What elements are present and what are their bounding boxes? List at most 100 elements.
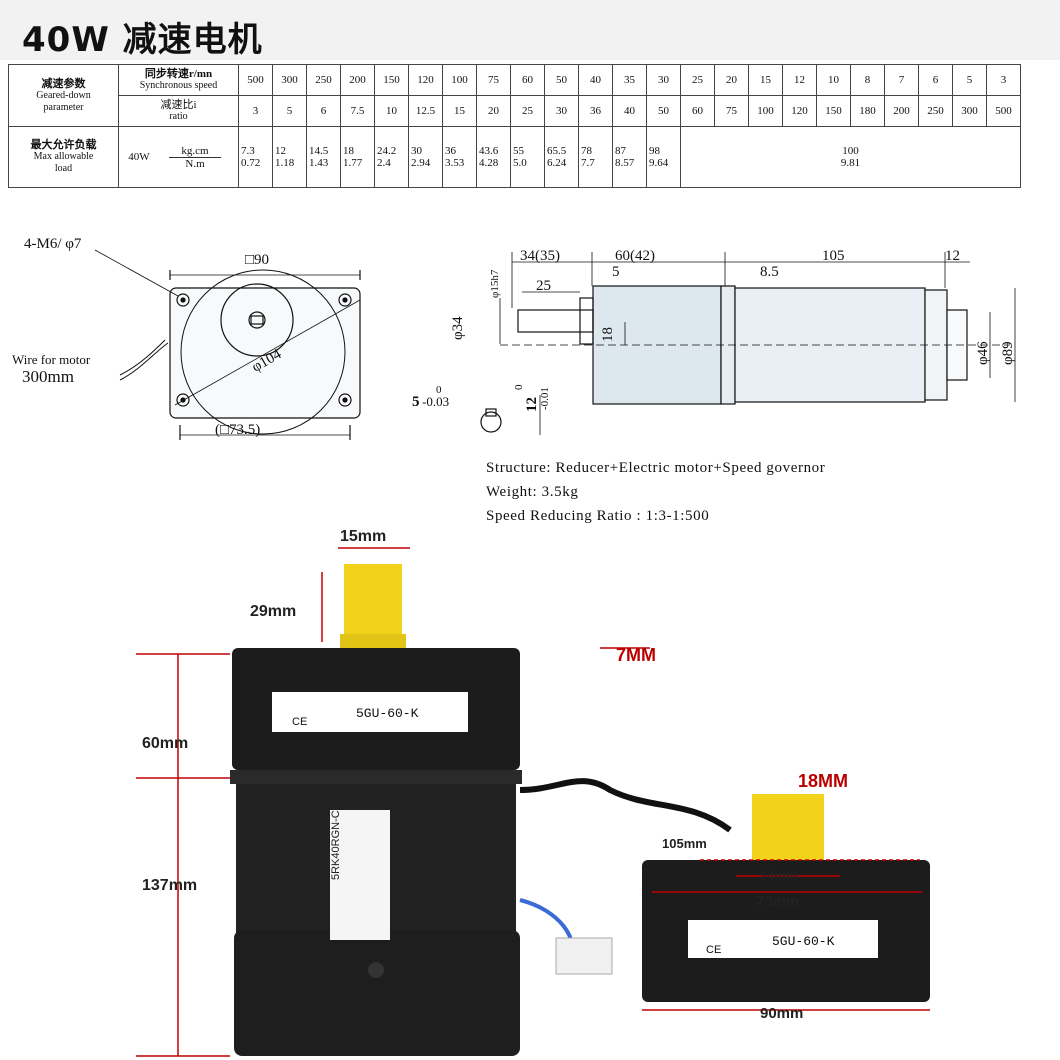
ratio-en: ratio (169, 111, 188, 122)
load-en2: load (54, 163, 73, 174)
load-en1: Max allowable (33, 151, 94, 162)
speed-cell: 35 (612, 64, 647, 96)
key-width: 5 (412, 394, 420, 410)
ratio-cell: 36 (578, 95, 613, 127)
ratio-cell: 120 (782, 95, 817, 127)
ratio-cell: 200 (884, 95, 919, 127)
ratio-cell: 100 (748, 95, 783, 127)
dim-phi15: φ15h7 (489, 269, 501, 298)
ratio-cell: 30 (544, 95, 579, 127)
weight-text: Weight: 3.5kg (486, 484, 579, 500)
ratio-header: 减速比i ratio (118, 95, 239, 127)
ratio-cell: 75 (714, 95, 749, 127)
page-title: 40W 减速电机 (22, 20, 263, 60)
dim-8-5: 8.5 (760, 264, 779, 280)
spec-info: Structure: Reducer+Electric motor+Speed … (486, 456, 825, 528)
wire-label-1: Wire for motor (12, 352, 91, 367)
dim-73mm: 73mm (756, 893, 800, 910)
dim-18: 18 (600, 327, 616, 342)
dim-29mm: 29mm (250, 603, 297, 620)
ratio-cell: 40 (612, 95, 647, 127)
dim-phi34: φ34 (450, 316, 466, 340)
load-rest-cell: 100 9.81 (680, 126, 1021, 188)
speed-cell: 5 (952, 64, 987, 96)
speed-cell: 60 (510, 64, 545, 96)
speed-cell: 200 (340, 64, 375, 96)
ratio-cn: 减速比i (160, 99, 197, 111)
speed-cell: 300 (272, 64, 307, 96)
label-model: 5GU-60-K (356, 706, 419, 721)
dim-34: 34(35) (520, 248, 560, 264)
speed-cell: 50 (544, 64, 579, 96)
structure-text: Structure: Reducer+Electric motor+Speed … (486, 460, 826, 476)
ratio-cell: 60 (680, 95, 715, 127)
load-header: 最大允许负载 Max allowable load (8, 126, 119, 188)
mount-holes-label: 4-M6/ φ7 (24, 236, 82, 252)
key-height-tol-top: 0 (513, 384, 525, 390)
square-label: □90 (245, 252, 269, 268)
ratio-cell: 10 (374, 95, 409, 127)
speed-cell: 8 (850, 64, 885, 96)
param-cn: 减速参数 (41, 77, 86, 90)
ratio-cell: 5 (272, 95, 307, 127)
speed-cell: 15 (748, 64, 783, 96)
ratio-cell: 15 (442, 95, 477, 127)
load-cn: 最大允许负载 (30, 139, 97, 151)
speed-cell: 3 (986, 64, 1021, 96)
motor-model: 5RK40RGN-CF (330, 803, 342, 880)
dim-60mm: 60mm (142, 735, 189, 752)
speed-cell: 20 (714, 64, 749, 96)
speed-cell: 25 (680, 64, 715, 96)
speed-cell: 250 (306, 64, 341, 96)
ratio-row: 减速比i ratio 3 5 6 7.5 10 12.5 15 20 25 30… (9, 95, 1021, 127)
ratio-cell: 500 (986, 95, 1021, 127)
key-height-tol-bot: -0.01 (539, 387, 551, 410)
ratio-cell: 50 (646, 95, 681, 127)
dim-15mm: 15mm (340, 528, 387, 545)
ratio-cell: 180 (850, 95, 885, 127)
ratio-text: Speed Reducing Ratio : 1:3-1:500 (486, 508, 710, 524)
spec-table: 减速参数 Geared-down parameter 同步转速r/mn Sync… (8, 64, 1021, 188)
front-view (94, 249, 361, 440)
dim-phi46: φ46 (975, 341, 991, 365)
ce-mark-2: CE (706, 944, 722, 956)
key-height: 12 (524, 397, 540, 412)
ratio-cell: 300 (952, 95, 987, 127)
key-width-tol-bot: -0.03 (422, 394, 449, 409)
speed-cell: 10 (816, 64, 851, 96)
speed-header: 同步转速r/mn Synchronous speed (118, 64, 239, 96)
speed-cell: 75 (476, 64, 511, 96)
speed-cell: 7 (884, 64, 919, 96)
main-motor (230, 564, 732, 1056)
param-en2: parameter (43, 101, 84, 113)
dim-18mm: 18MM (798, 771, 849, 791)
dim-137mm: 137mm (142, 877, 198, 894)
dim-60: 60(42) (615, 248, 655, 264)
ratio-cell: 25 (510, 95, 545, 127)
label-model-2: 5GU-60-K (772, 934, 835, 949)
speed-cell: 6 (918, 64, 953, 96)
dim-25: 25 (536, 278, 551, 294)
speed-cell: 120 (408, 64, 443, 96)
ratio-cell: 20 (476, 95, 511, 127)
inner-square-label: (□73.5) (215, 422, 260, 438)
dim-105: 105 (822, 248, 845, 264)
key-width-tol-top: 0 (436, 384, 442, 396)
load-rest-kg: 100 (842, 145, 859, 157)
speed-cell: 12 (782, 64, 817, 96)
dim-105mm: 105mm (662, 836, 707, 851)
dimension-lines (136, 547, 930, 1057)
speed-cell: 40 (578, 64, 613, 96)
ratio-cell: 3 (238, 95, 273, 127)
wire-label-2: 300mm (22, 367, 74, 386)
